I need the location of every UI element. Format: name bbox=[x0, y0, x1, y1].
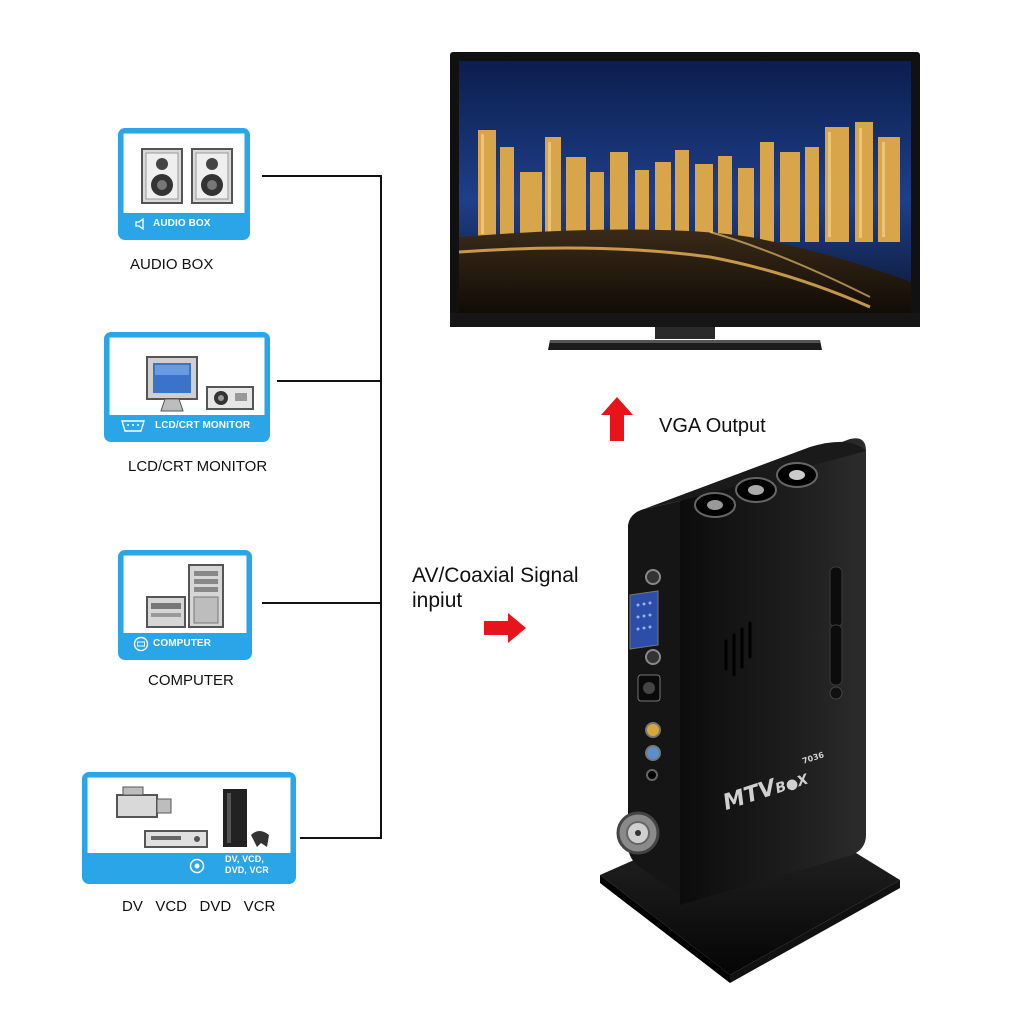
connector-video bbox=[300, 837, 382, 839]
audio-box-card: AUDIO BOX bbox=[118, 128, 250, 240]
computer-strip-label: COMPUTER bbox=[153, 638, 212, 649]
video-devices-caption: DV VCD DVD VCR bbox=[122, 898, 276, 915]
computer-icon bbox=[146, 564, 224, 628]
arrow-right-icon bbox=[484, 613, 526, 643]
card-strip: AUDIO BOX bbox=[123, 213, 245, 235]
connector-audio bbox=[262, 175, 382, 177]
video-devices-strip-label-line2: DVD, VCR bbox=[225, 865, 269, 875]
av-input-label-line2: inpiut bbox=[412, 589, 463, 612]
tv-box-device bbox=[600, 438, 900, 983]
card-strip: LCD/CRT MONITOR bbox=[109, 415, 265, 437]
card-strip: COMPUTER bbox=[123, 633, 247, 655]
vga-connector-icon bbox=[121, 420, 145, 432]
av-input-label-line1: AV/Coaxial Signal bbox=[412, 564, 579, 587]
card-strip: DV, VCD, DVD, VCR bbox=[87, 853, 291, 879]
vga-output-label: VGA Output bbox=[659, 415, 766, 437]
computer-caption: COMPUTER bbox=[148, 672, 234, 689]
audio-box-caption: AUDIO BOX bbox=[130, 256, 214, 273]
audio-box-strip-label: AUDIO BOX bbox=[153, 218, 211, 229]
television bbox=[450, 52, 920, 350]
connector-monitor bbox=[277, 380, 382, 382]
connector-computer bbox=[262, 602, 382, 604]
connector-vertical bbox=[380, 175, 382, 839]
monitor-projector-icon bbox=[146, 356, 254, 412]
monitor-strip-label: LCD/CRT MONITOR bbox=[155, 420, 251, 431]
arrow-up-icon bbox=[601, 397, 633, 441]
computer-port-icon bbox=[133, 636, 149, 652]
computer-card: COMPUTER bbox=[118, 550, 252, 660]
monitor-caption: LCD/CRT MONITOR bbox=[128, 458, 268, 475]
speakers-icon bbox=[141, 148, 233, 204]
video-devices-strip-label-line1: DV, VCD, bbox=[225, 854, 264, 864]
video-devices-card: DV, VCD, DVD, VCR bbox=[82, 772, 296, 884]
video-devices-icon bbox=[116, 786, 269, 848]
av-jack-icon bbox=[189, 858, 205, 874]
speaker-small-icon bbox=[135, 217, 144, 231]
monitor-card: LCD/CRT MONITOR bbox=[104, 332, 270, 442]
